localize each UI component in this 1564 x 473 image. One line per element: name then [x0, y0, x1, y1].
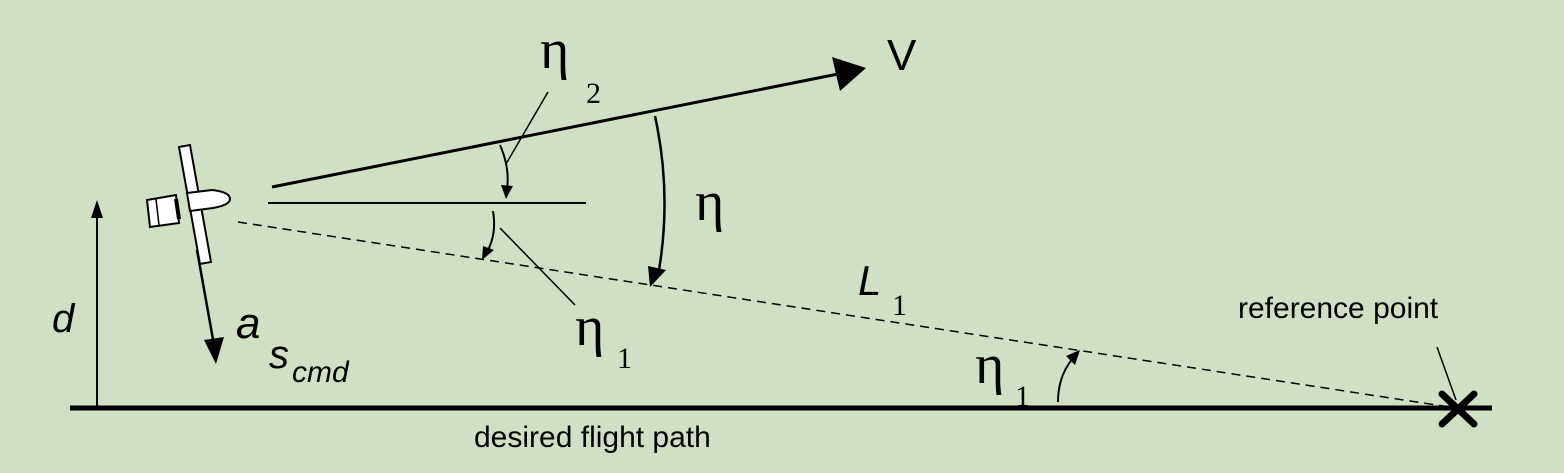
- eta1-arc-arrowhead: [482, 246, 494, 260]
- velocity-label: V: [887, 31, 917, 80]
- aircraft-icon: [145, 143, 232, 266]
- accel-label-cmd: cmd: [292, 356, 350, 389]
- l1-subscript: 1: [892, 289, 907, 322]
- eta1-ground-subscript: 1: [1015, 380, 1030, 413]
- accel-label-a: a: [236, 299, 260, 348]
- eta1-ground-arrowhead: [1066, 350, 1080, 365]
- eta2-subscript: 2: [586, 77, 601, 110]
- eta2-arc-arrowhead: [501, 185, 513, 199]
- eta-arc: [653, 115, 666, 277]
- desired-flight-path-label: desired flight path: [474, 421, 711, 454]
- l1-dashed-line: [237, 221, 1457, 409]
- eta1-ground-label: η: [975, 334, 1004, 396]
- eta1-arc: [486, 210, 496, 253]
- reference-point-marker: [1438, 390, 1478, 428]
- d-arrowhead: [91, 200, 103, 218]
- l1-label: L: [858, 257, 881, 304]
- eta1-subscript: 1: [617, 342, 632, 375]
- eta2-label: η: [540, 19, 569, 81]
- eta1-label: η: [575, 296, 604, 358]
- accel-arrowhead: [204, 337, 224, 364]
- reference-point-leader: [1436, 346, 1457, 401]
- eta-label: η: [695, 171, 724, 233]
- velocity-arrowhead: [832, 57, 866, 91]
- accel-label-s: s: [269, 333, 289, 377]
- eta1-ground-arc: [1057, 356, 1075, 403]
- eta-arc-arrowhead: [648, 266, 666, 287]
- reference-point-label: reference point: [1238, 292, 1439, 325]
- d-label: d: [52, 297, 76, 341]
- accel-arrow-line: [195, 249, 216, 346]
- eta2-arc: [499, 144, 509, 190]
- velocity-vector: [271, 72, 839, 189]
- eta1-leader: [499, 227, 576, 306]
- eta2-leader: [505, 91, 549, 165]
